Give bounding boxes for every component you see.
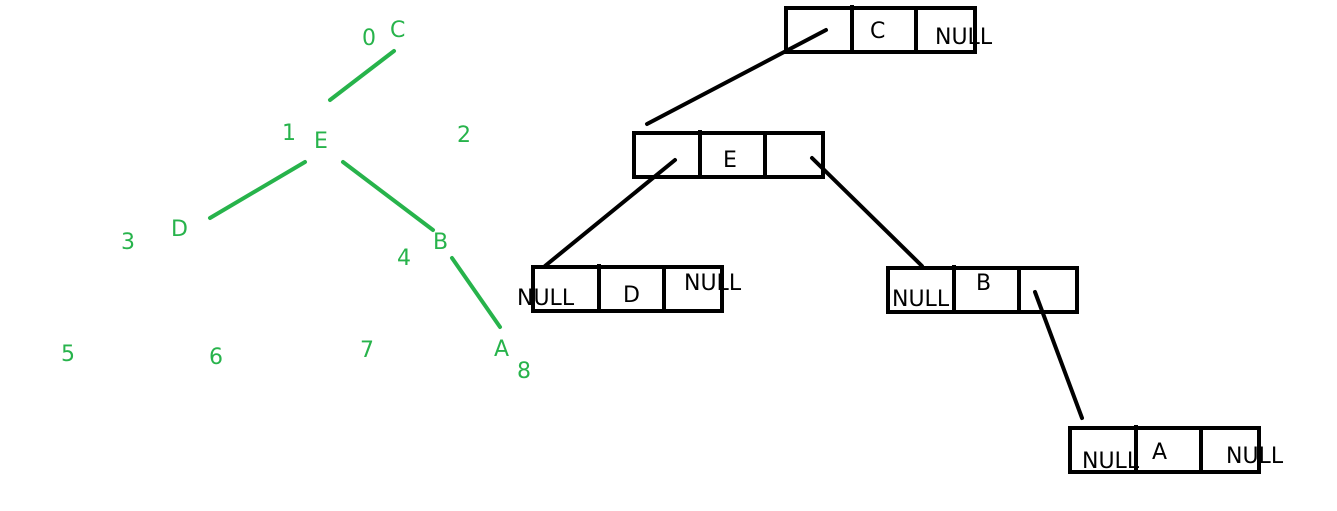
node-c-data: C (870, 19, 885, 44)
edge-c-e (328, 49, 396, 102)
node-d-left-pointer: NULL (517, 286, 575, 311)
node-c-right-pointer: NULL (935, 25, 993, 50)
index-label-1: 1 (282, 121, 296, 146)
node-b-left-pointer: NULL (892, 287, 950, 312)
index-label-6: 6 (209, 345, 223, 370)
index-label-3: 3 (121, 230, 135, 255)
edge-b-a (450, 256, 502, 329)
node-a-left-pointer: NULL (1082, 449, 1140, 474)
linked-node-c: C NULL (784, 5, 993, 54)
pointer-e-b (810, 156, 924, 268)
edge-e-d (208, 160, 307, 220)
node-label-e: E (314, 129, 328, 154)
sequential-tree: 0 1 2 3 4 5 6 7 8 C E D B A (61, 18, 531, 384)
node-label-a: A (494, 337, 509, 362)
node-d-data: D (623, 283, 640, 308)
node-label-c: C (390, 18, 405, 43)
pointer-c-e (645, 28, 828, 126)
index-label-7: 7 (360, 338, 374, 363)
linked-tree: C NULL E NULL D NULL NULL B (517, 5, 1284, 474)
node-a-data: A (1152, 440, 1167, 465)
linked-node-e: E (632, 130, 825, 179)
edge-e-b (341, 160, 435, 232)
node-d-right-pointer: NULL (684, 271, 742, 296)
node-b-data: B (976, 271, 991, 296)
index-label-4: 4 (397, 246, 411, 271)
node-label-b: B (433, 230, 448, 255)
index-label-2: 2 (457, 123, 471, 148)
node-label-d: D (171, 217, 188, 242)
index-label-5: 5 (61, 342, 75, 367)
linked-node-d: NULL D NULL (517, 264, 742, 313)
node-a-right-pointer: NULL (1226, 444, 1284, 469)
linked-node-a: NULL A NULL (1068, 425, 1284, 474)
linked-node-b: NULL B (886, 265, 1079, 314)
node-e-data: E (723, 148, 737, 173)
index-label-8: 8 (517, 359, 531, 384)
index-label-0: 0 (362, 26, 376, 51)
